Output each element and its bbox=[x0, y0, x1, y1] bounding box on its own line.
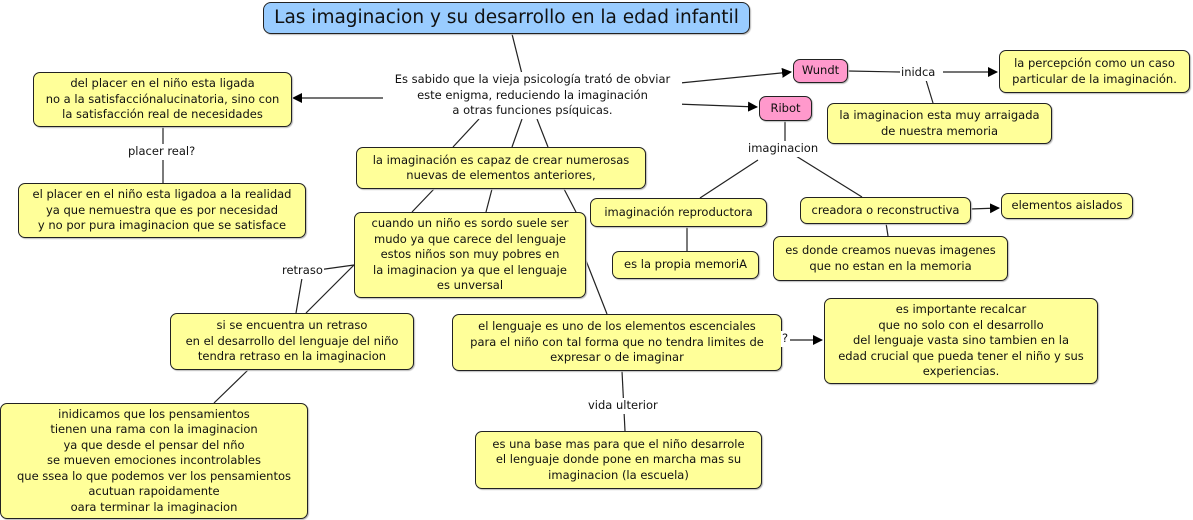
concept-placer-realidad[interactable]: el placer en el niño esta ligadoa a la r… bbox=[18, 183, 306, 238]
map-title[interactable]: Las imaginacion y su desarrollo en la ed… bbox=[263, 2, 750, 34]
concept-lenguaje-esencial[interactable]: el lenguaje es uno de los elementos esce… bbox=[452, 314, 782, 371]
link-label-placer-real: placer real? bbox=[127, 144, 197, 160]
concept-reproductora[interactable]: imaginación reproductora bbox=[590, 198, 767, 227]
link-label-vida-ulterior: vida ulterior bbox=[587, 398, 659, 414]
concept-retraso-lenguaje[interactable]: si se encuentra un retraso en el desarro… bbox=[170, 313, 414, 370]
link-label-imaginacion: imaginacion bbox=[747, 141, 820, 157]
concept-wundt[interactable]: Wundt bbox=[793, 59, 848, 83]
link-label-question: ? bbox=[781, 331, 790, 347]
concept-arraigada[interactable]: la imaginacion esta muy arraigada de nue… bbox=[827, 103, 1052, 144]
concept-nino-sordo[interactable]: cuando un niño es sordo suele ser mudo y… bbox=[354, 212, 586, 298]
concept-pensamientos[interactable]: inidicamos que los pensamientos tienen u… bbox=[0, 403, 308, 519]
concept-percepcion[interactable]: la percepción como un caso particular de… bbox=[999, 50, 1190, 93]
concept-elementos-aislados[interactable]: elementos aislados bbox=[1001, 193, 1133, 219]
central-concept[interactable]: Es sabido que la vieja psicología trató … bbox=[383, 72, 682, 119]
concept-importante[interactable]: es importante recalcar que no solo con e… bbox=[824, 298, 1098, 384]
concept-creadora[interactable]: creadora o reconstructiva bbox=[800, 197, 971, 224]
concept-nuevas-imagenes[interactable]: es donde creamos nuevas imagenes que no … bbox=[773, 236, 1008, 281]
concept-memoria[interactable]: es la propia memoriA bbox=[612, 251, 759, 279]
concept-base-escuela[interactable]: es una base mas para que el niño desarro… bbox=[475, 431, 762, 489]
concept-capaz-crear[interactable]: la imaginación es capaz de crear numeros… bbox=[356, 147, 646, 189]
concept-ribot[interactable]: Ribot bbox=[759, 96, 812, 121]
concept-placer-ligada[interactable]: del placer en el niño esta ligada no a l… bbox=[33, 72, 292, 127]
link-label-retraso: retraso bbox=[281, 263, 324, 279]
link-label-inidca: inidca bbox=[900, 65, 937, 81]
